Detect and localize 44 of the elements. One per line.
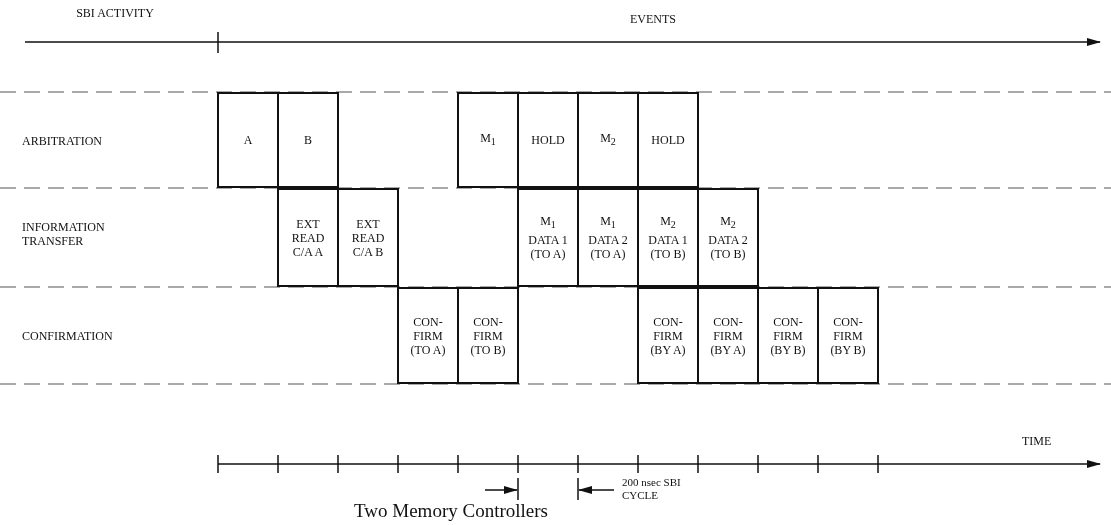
timing-slot [817,287,879,384]
slot-label: CON- FIRM (TO A) [409,314,447,357]
timing-slot [577,188,639,287]
timing-slot [277,92,339,188]
row-label: ARBITRATION [22,134,102,148]
axis-label: TIME [1022,434,1052,448]
slot-label: CON- FIRM (BY B) [829,314,867,357]
timing-slot [637,92,699,188]
dimension-label: 200 nsec SBI CYCLE [622,476,682,502]
timing-slot [517,188,579,287]
row-label: CONFIRMATION [22,329,113,343]
timing-slot [397,287,459,384]
slot-label: EXT READ C/A B [350,216,386,259]
axis-label: SBI ACTIVITY [75,6,155,20]
row-label: INFORMATION TRANSFER [22,220,106,248]
slot-label: M$_{2}$ [599,130,617,150]
slot-label: HOLD [650,133,686,147]
timing-slot [277,188,339,287]
slot-label: CON- FIRM (TO B) [469,314,507,357]
slot-label: M$_{2}$ DATA 2 (TO B) [707,214,749,261]
slot-label: CON- FIRM (BY A) [709,314,747,357]
timing-slot [517,92,579,188]
slot-label: B [303,133,313,147]
slot-label: CON- FIRM (BY A) [649,314,687,357]
slot-label: M$_{1}$ [479,130,497,150]
caption: Two Memory Controllers [353,500,549,522]
slot-label: M$_{1}$ DATA 2 (TO A) [587,214,629,261]
slot-label: M$_{1}$ DATA 1 (TO A) [527,214,569,261]
timing-slot [457,92,519,188]
timing-slot [697,287,759,384]
timing-slot [757,287,819,384]
slot-label: CON- FIRM (BY B) [769,314,807,357]
timing-slot [217,92,279,188]
timing-slot [337,188,399,287]
timing-slot [697,188,759,287]
slot-label: EXT READ C/A A [290,216,326,259]
slot-label: A [242,133,254,147]
timing-slot [637,287,699,384]
axis-label: EVENTS [630,12,676,26]
slot-label: HOLD [530,133,566,147]
timing-slot [577,92,639,188]
timing-slot [457,287,519,384]
slot-label: M$_{2}$ DATA 1 (TO B) [647,214,689,261]
timing-slot [637,188,699,287]
